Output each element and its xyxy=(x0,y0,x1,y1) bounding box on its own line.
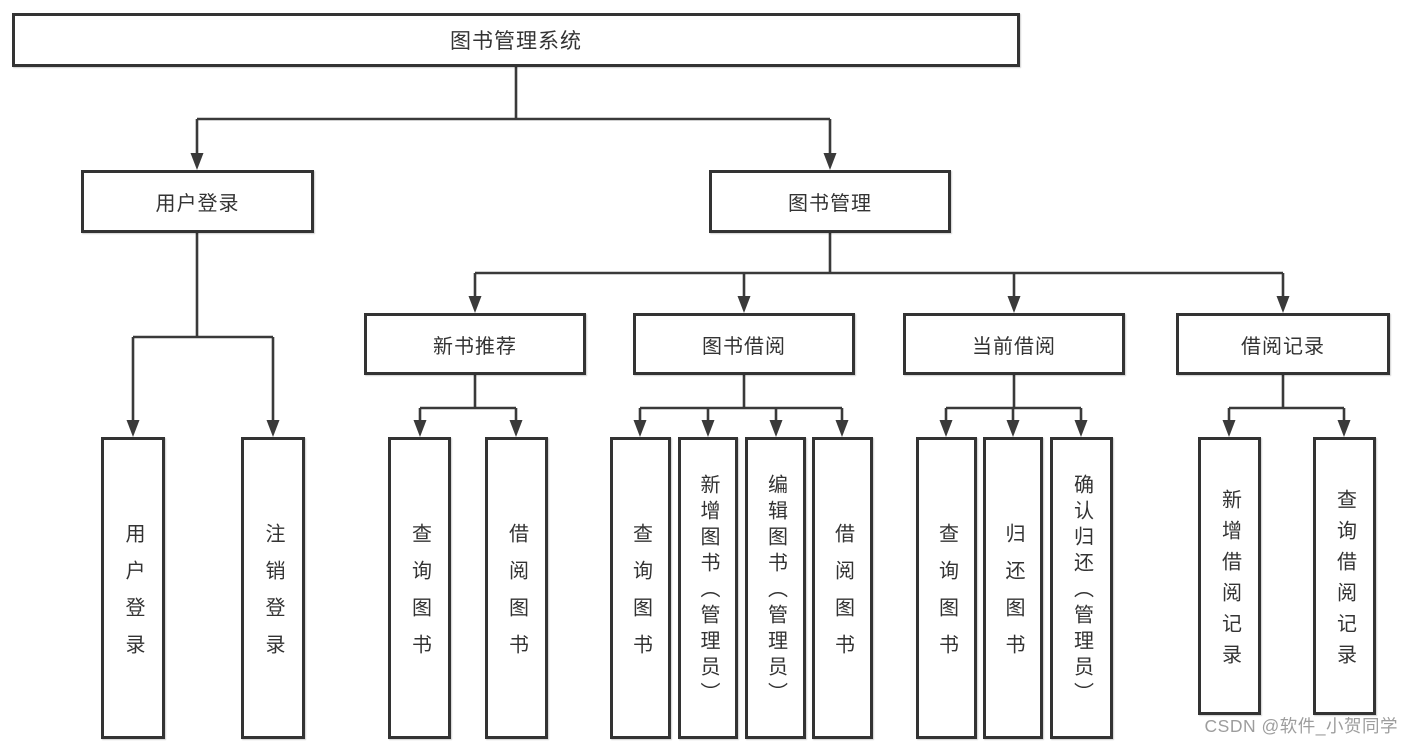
arrowhead xyxy=(126,420,140,437)
leaf-query-borrow-record: 查询借阅记录 xyxy=(1313,437,1376,715)
leaf-label: 注销登录 xyxy=(262,522,284,671)
arrowhead xyxy=(468,296,482,313)
leaf-user-login: 用户登录 xyxy=(101,437,165,739)
arrowhead xyxy=(939,420,953,437)
connector-book-borrow-to-leaves xyxy=(633,375,849,437)
arrowhead xyxy=(835,420,849,437)
connector-book-management-to-level3 xyxy=(468,233,1290,313)
arrowhead xyxy=(823,153,837,170)
arrowhead xyxy=(1337,420,1351,437)
leaf-confirm-return-admin: 确认归还（管理员） xyxy=(1050,437,1113,739)
arrowhead xyxy=(633,420,647,437)
leaf-label: 新增图书（管理员） xyxy=(697,474,719,708)
leaf-add-books-admin: 新增图书（管理员） xyxy=(678,437,738,739)
node-label: 图书借阅 xyxy=(702,335,786,358)
arrowhead xyxy=(701,420,715,437)
arrowhead xyxy=(1006,420,1020,437)
leaf-label: 用户登录 xyxy=(122,522,144,671)
leaf-query-books-current: 查询图书 xyxy=(916,437,977,739)
leaf-query-books-recommend: 查询图书 xyxy=(388,437,451,739)
leaf-query-books-borrow: 查询图书 xyxy=(610,437,671,739)
leaf-label: 确认归还（管理员） xyxy=(1070,474,1093,708)
leaf-return-books: 归还图书 xyxy=(983,437,1043,739)
arrowhead xyxy=(1074,420,1088,437)
csdn-watermark: CSDN @软件_小贺同学 xyxy=(1204,716,1398,736)
arrowhead xyxy=(769,420,783,437)
node-label: 用户登录 xyxy=(155,193,240,215)
node-root-library-system: 图书管理系统 xyxy=(12,13,1020,67)
node-new-book-recommend: 新书推荐 xyxy=(364,313,586,375)
connector-borrow-records-to-leaves xyxy=(1222,375,1351,437)
leaf-label: 查询图书 xyxy=(629,522,652,671)
node-label: 图书管理 xyxy=(788,193,872,215)
leaf-label: 查询借阅记录 xyxy=(1333,488,1356,675)
arrowhead xyxy=(190,153,204,170)
connector-root-to-level2 xyxy=(190,67,837,170)
node-label: 当前借阅 xyxy=(972,335,1056,358)
leaf-edit-books-admin: 编辑图书（管理员） xyxy=(745,437,806,739)
node-label: 新书推荐 xyxy=(433,335,517,358)
leaf-label: 归还图书 xyxy=(1002,522,1024,671)
leaf-label: 编辑图书（管理员） xyxy=(764,474,787,708)
arrowhead xyxy=(1222,420,1236,437)
node-label: 图书管理系统 xyxy=(450,30,582,53)
arrowhead xyxy=(266,420,280,437)
node-current-borrow: 当前借阅 xyxy=(903,313,1125,375)
leaf-add-borrow-record: 新增借阅记录 xyxy=(1198,437,1261,715)
arrowhead xyxy=(1276,296,1290,313)
leaf-label: 查询图书 xyxy=(408,522,431,671)
arrowhead xyxy=(413,420,427,437)
node-book-management: 图书管理 xyxy=(709,170,951,233)
leaf-borrow-books-recommend: 借阅图书 xyxy=(485,437,548,739)
connector-new-book-recommend-to-leaves xyxy=(413,375,523,437)
leaf-logout-login: 注销登录 xyxy=(241,437,305,739)
node-label: 借阅记录 xyxy=(1241,335,1325,358)
leaf-label: 借阅图书 xyxy=(831,522,854,671)
leaf-borrow-books: 借阅图书 xyxy=(812,437,873,739)
leaf-label: 新增借阅记录 xyxy=(1218,488,1241,675)
arrowhead xyxy=(509,420,523,437)
arrowhead xyxy=(1007,296,1021,313)
connector-current-borrow-to-leaves xyxy=(939,375,1088,437)
node-book-borrow: 图书借阅 xyxy=(633,313,855,375)
node-borrow-records: 借阅记录 xyxy=(1176,313,1390,375)
connector-user-login-to-leaves xyxy=(126,233,280,437)
leaf-label: 查询图书 xyxy=(935,522,958,671)
leaf-label: 借阅图书 xyxy=(505,522,528,671)
node-user-login: 用户登录 xyxy=(81,170,314,233)
arrowhead xyxy=(737,296,751,313)
